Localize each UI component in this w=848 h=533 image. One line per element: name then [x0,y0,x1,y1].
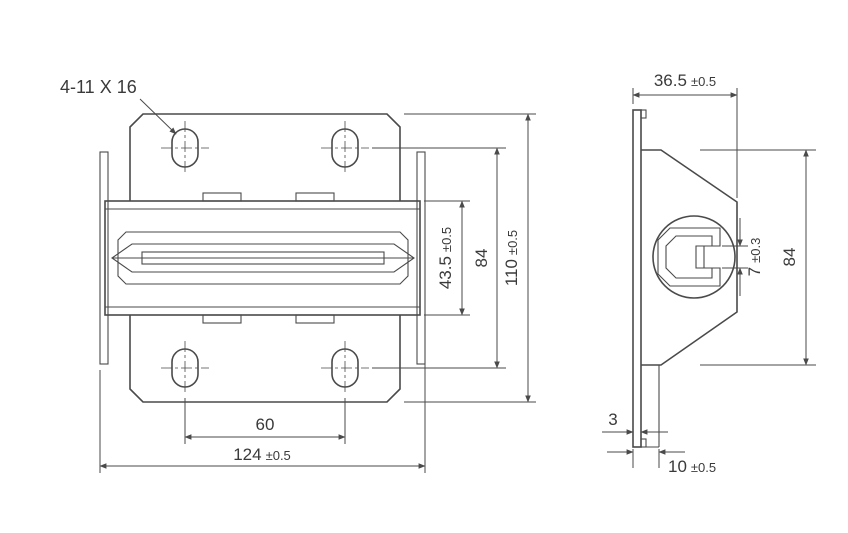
front-top-plate-outline [129,113,401,201]
dim-value: 110 [502,259,521,286]
front-tab-top-right [295,192,335,202]
dim-value: 3 [608,410,617,429]
front-tab-top-left [202,192,242,202]
dim-overall-height: 110 ±0.5 [502,230,521,286]
hole-callout-label: 4-11 X 16 [60,77,137,97]
dim-value: 10 [668,457,687,476]
side-plate-top-step [640,109,647,119]
front-tab-bottom-left [202,314,242,324]
dim-tolerance: ±0.3 [748,238,763,263]
dim-flange-offset: 10 ±0.5 [668,457,716,476]
dim-body-height: 84 [780,248,799,267]
side-dimensions: 36.5 ±0.5 7 ±0.3 84 3 10 ±0.5 [602,71,816,476]
dim-value: 84 [472,249,491,268]
dim-value: 84 [780,248,799,267]
dim-tolerance: ±0.5 [505,230,520,255]
dim-hole-spacing-x: 60 [256,415,275,434]
dim-overall-width: 124 ±0.5 [233,445,291,464]
front-rail-body-outline [104,200,421,316]
dim-slot-gap: 7 ±0.3 [745,238,764,277]
dim-value: 36.5 [654,71,687,90]
dim-plate-thickness: 3 [608,410,617,429]
dim-value: 60 [256,415,275,434]
dim-value: 43.5 [436,256,455,289]
dim-depth: 36.5 ±0.5 [654,71,716,90]
front-left-strip [99,151,109,365]
side-channel-section-outer [657,227,721,287]
front-dimensions: 4-11 X 16 43.5 ±0.5 84 110 ±0.5 60 124 ±0.5 [60,77,536,473]
front-right-strip [416,151,426,365]
side-view [632,109,738,448]
dim-rail-height: 43.5 ±0.5 [436,227,455,289]
front-channel-outer [117,231,409,285]
dim-hole-spacing-y: 84 [472,249,491,268]
front-channel-slot [141,251,385,265]
dim-tolerance: ±0.5 [691,74,716,89]
side-roller-circle [652,215,736,299]
front-view [99,113,426,403]
hole-callout-leader-line [139,98,177,135]
side-channel-section-inner [665,235,713,279]
dim-tolerance: ±0.5 [266,448,291,463]
dim-tolerance: ±0.5 [691,460,716,475]
side-body-outline [641,149,738,366]
side-mounting-plate [632,109,642,448]
front-tab-bottom-right [295,314,335,324]
front-bottom-plate-outline [129,315,401,403]
dim-tolerance: ±0.5 [439,227,454,252]
dim-value: 7 [745,267,764,276]
dim-value: 124 [233,445,261,464]
